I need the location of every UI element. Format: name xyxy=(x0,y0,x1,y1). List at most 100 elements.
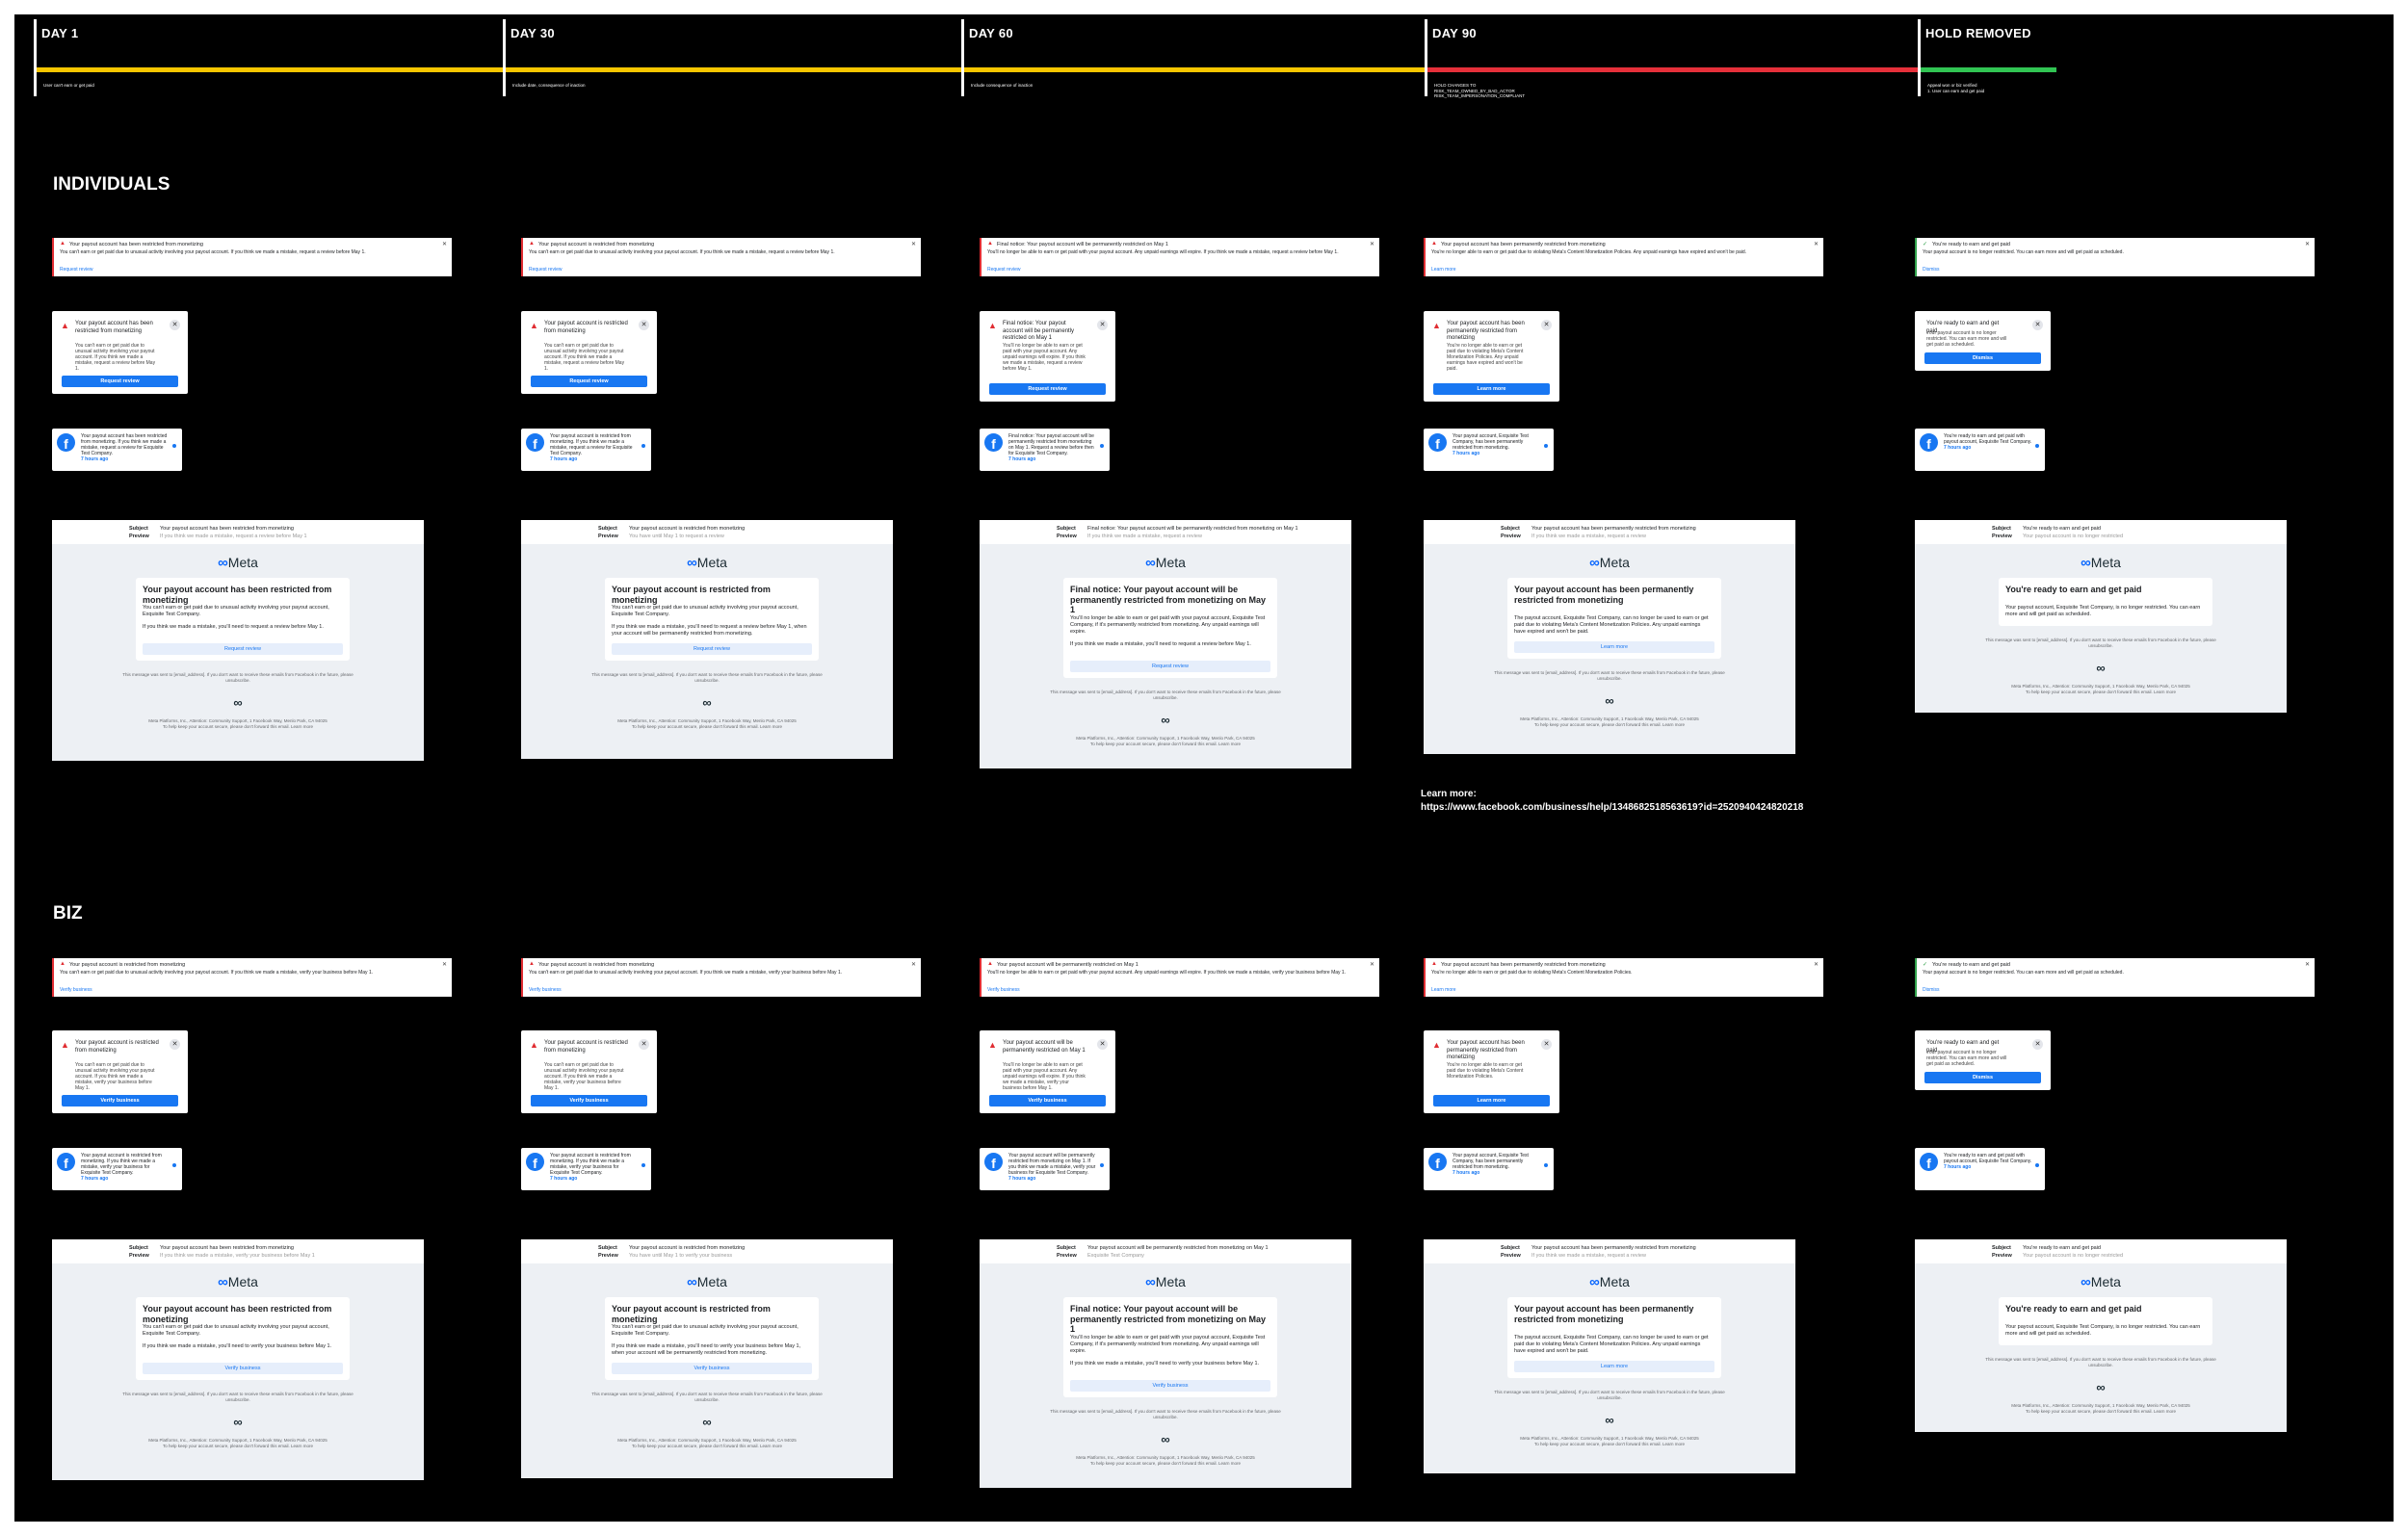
section-title-biz: BIZ xyxy=(53,903,83,924)
banner-title: Your payout account will be permanently … xyxy=(997,962,1139,968)
popover-primary-button[interactable]: Verify business xyxy=(62,1095,178,1106)
timeline-divider xyxy=(34,19,37,96)
popover-body: You can't earn or get paid due to unusua… xyxy=(75,1062,155,1091)
preview-label: Preview xyxy=(1057,1253,1077,1259)
email-subject: Final notice: Your payout account will b… xyxy=(1087,526,1298,532)
close-icon[interactable]: ✕ xyxy=(910,242,916,247)
banner-action-link[interactable]: Verify business xyxy=(529,987,562,993)
popover-primary-button[interactable]: Learn more xyxy=(1433,1095,1550,1106)
close-icon[interactable]: ✕ xyxy=(441,242,447,247)
popover-title: You're ready to earn and get paid xyxy=(1926,321,2000,334)
close-icon[interactable]: ✕ xyxy=(639,320,649,330)
close-icon[interactable]: ✕ xyxy=(1097,320,1108,330)
meta-infinity-icon: ∞ xyxy=(1605,693,1614,708)
close-icon[interactable]: ✕ xyxy=(2304,242,2310,247)
popover-primary-button[interactable]: Verify business xyxy=(531,1095,647,1106)
email-subject: Your payout account will be permanently … xyxy=(1087,1245,1269,1251)
banner-title: You're ready to earn and get paid xyxy=(1932,242,2010,247)
close-icon[interactable]: ✕ xyxy=(2032,1039,2043,1050)
close-icon[interactable]: ✕ xyxy=(170,320,180,330)
subject-label: Subject xyxy=(598,1245,617,1251)
notification-time: 7 hours ago xyxy=(1453,451,1480,456)
email-body: The payout account, Exquisite Test Compa… xyxy=(1514,615,1709,635)
notification-message: Your payout account is restricted from m… xyxy=(81,1153,162,1176)
close-icon[interactable]: ✕ xyxy=(2032,320,2043,330)
milestone-label: DAY 60 xyxy=(969,26,1013,40)
preview-label: Preview xyxy=(1501,534,1521,539)
notification-time: 7 hours ago xyxy=(1008,1176,1036,1182)
facebook-logo-icon: f xyxy=(1920,1153,1938,1171)
notification-text: Your payout account has been restricted … xyxy=(81,433,170,462)
close-icon[interactable]: ✕ xyxy=(1369,962,1374,968)
close-icon[interactable]: ✕ xyxy=(441,962,447,968)
banner-title: Your payout account has been permanently… xyxy=(1441,242,1606,247)
notification-text: Final notice: Your payout account will b… xyxy=(1008,433,1097,462)
popover-primary-button[interactable]: Dismiss xyxy=(1924,1072,2041,1083)
email-subject: You're ready to earn and get paid xyxy=(2023,1245,2101,1251)
preview-label: Preview xyxy=(1992,1253,2012,1259)
close-icon[interactable]: ✕ xyxy=(639,1039,649,1050)
email-cta-button[interactable]: Learn more xyxy=(1514,641,1714,653)
close-icon[interactable]: ✕ xyxy=(1541,320,1552,330)
banner-action-link[interactable]: Verify business xyxy=(60,987,92,993)
popover-primary-button[interactable]: Request review xyxy=(989,383,1106,395)
banner-action-link[interactable]: Request review xyxy=(529,267,563,273)
popover-primary-button[interactable]: Request review xyxy=(62,376,178,387)
preview-label: Preview xyxy=(1057,534,1077,539)
subject-label: Subject xyxy=(129,526,148,532)
popover-primary-button[interactable]: Dismiss xyxy=(1924,352,2041,364)
email-cta-button[interactable]: Request review xyxy=(1070,661,1270,672)
alert-banner: ▲Your payout account will be permanently… xyxy=(980,958,1379,997)
email-cta-button[interactable]: Request review xyxy=(143,643,343,655)
email-cta-button[interactable]: Verify business xyxy=(1070,1380,1270,1392)
close-icon[interactable]: ✕ xyxy=(1813,962,1819,968)
popover-primary-button[interactable]: Learn more xyxy=(1433,383,1550,395)
banner-action-link[interactable]: Verify business xyxy=(987,987,1020,993)
email-title: Your payout account is restricted from m… xyxy=(612,585,771,605)
banner-body: You can't earn or get paid due to unusua… xyxy=(529,249,835,255)
banner-action-link[interactable]: Learn more xyxy=(1431,987,1456,993)
banner-action-link[interactable]: Request review xyxy=(60,267,93,273)
close-icon[interactable]: ✕ xyxy=(1097,1039,1108,1050)
banner-body: Your payout account is no longer restric… xyxy=(1923,970,2124,976)
meta-wordmark: Meta xyxy=(696,1274,727,1289)
alert-popover: ▲Your payout account is restricted from … xyxy=(521,311,657,394)
close-icon[interactable]: ✕ xyxy=(1541,1039,1552,1050)
close-icon[interactable]: ✕ xyxy=(2304,962,2310,968)
close-icon[interactable]: ✕ xyxy=(1369,242,1374,247)
email-cta-button[interactable]: Request review xyxy=(612,643,812,655)
email-cta-button[interactable]: Verify business xyxy=(612,1363,812,1374)
popover-primary-button[interactable]: Verify business xyxy=(989,1095,1106,1106)
learn-more-link[interactable]: https://www.facebook.com/business/help/1… xyxy=(1421,802,1804,813)
meta-wordmark: Meta xyxy=(1155,1274,1186,1289)
banner-action-link[interactable]: Request review xyxy=(987,267,1021,273)
popover-primary-button[interactable]: Request review xyxy=(531,376,647,387)
banner-action-link[interactable]: Dismiss xyxy=(1923,267,1940,273)
email-body-secondary: If you think we made a mistake, you'll n… xyxy=(612,1343,801,1356)
meta-infinity-icon: ∞ xyxy=(233,695,243,710)
banner-action-link[interactable]: Dismiss xyxy=(1923,987,1940,993)
close-icon[interactable]: ✕ xyxy=(170,1039,180,1050)
email-cta-button[interactable]: Learn more xyxy=(1514,1361,1714,1372)
close-icon[interactable]: ✕ xyxy=(1813,242,1819,247)
warning-icon: ▲ xyxy=(61,321,69,330)
email-cta-button[interactable]: Verify business xyxy=(143,1363,343,1374)
banner-action-link[interactable]: Learn more xyxy=(1431,267,1456,273)
close-icon[interactable]: ✕ xyxy=(910,962,916,968)
preview-label: Preview xyxy=(129,534,149,539)
meta-logo-icon: ∞ xyxy=(687,1274,697,1290)
